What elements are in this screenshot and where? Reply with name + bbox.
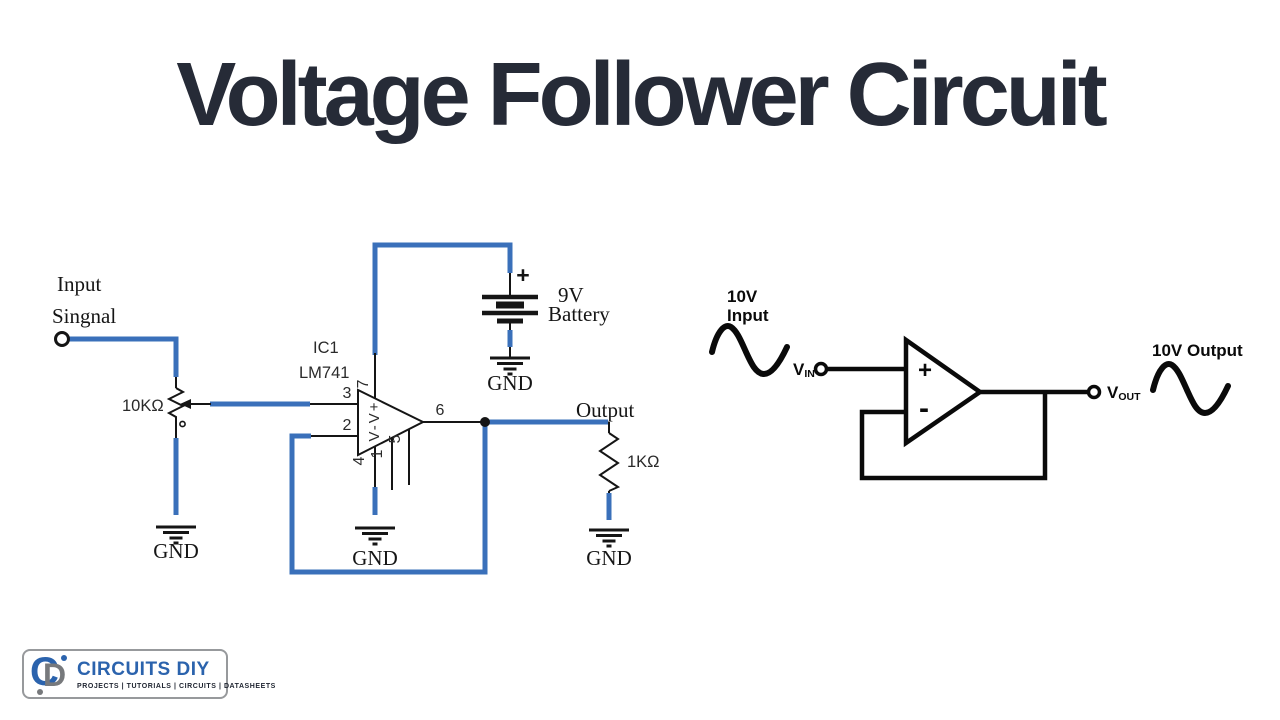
pot-value-label: 10KΩ <box>122 397 164 415</box>
ground-symbol-opamp <box>355 526 395 546</box>
logo-monogram: C D <box>30 650 70 696</box>
input-signal-label-line2: Singnal <box>52 304 116 328</box>
vout-terminal-node <box>1086 384 1102 400</box>
inverting-minus-sign: - <box>919 392 929 425</box>
battery-plus-label: + <box>516 262 529 288</box>
output-label: Output <box>576 398 635 422</box>
output-sine-wave <box>1150 361 1231 417</box>
logo-text: CIRCUITS DIY PROJECTS | TUTORIALS | CIRC… <box>77 659 276 690</box>
pin1-label: 1 <box>369 449 386 458</box>
wire-input <box>69 336 179 377</box>
output-junction-dot <box>480 417 490 427</box>
battery-value-label: 9V <box>558 283 584 307</box>
pin4-label: 4 <box>351 456 368 465</box>
gnd-label-load: GND <box>586 546 632 570</box>
block-output-label: 10V Output <box>1152 341 1243 360</box>
opamp-internal-label: V-V+ <box>366 401 383 442</box>
opamp-triangle <box>357 388 426 457</box>
vout-label: VOUT <box>1107 383 1141 403</box>
page-title: Voltage Follower Circuit <box>176 45 1107 145</box>
circuits-diy-logo: C D CIRCUITS DIY PROJECTS | TUTORIALS | … <box>22 649 275 699</box>
ic-part-label: LM741 <box>299 364 349 382</box>
input-terminal-node <box>54 331 70 347</box>
potentiometer-zigzag <box>166 387 186 420</box>
logo-circuit-dot <box>61 655 67 661</box>
logo-brand: CIRCUITS DIY <box>77 658 210 680</box>
ground-symbol-battery <box>490 356 530 376</box>
logo-monogram-c: C <box>30 650 59 694</box>
load-resistor-zigzag <box>598 432 621 492</box>
potentiometer <box>166 377 211 438</box>
block-input-word-label: Input <box>727 306 769 325</box>
gnd-label-pot: GND <box>153 539 199 563</box>
input-signal-label-line1: Input <box>57 272 101 296</box>
wires-blue <box>69 242 612 575</box>
input-sine-wave <box>709 323 790 378</box>
vin-terminal-node <box>813 361 829 377</box>
pin3-label: 3 <box>343 385 352 402</box>
ic-ref-label: IC1 <box>313 339 339 357</box>
gnd-label-battery: GND <box>487 371 533 395</box>
pin6-label: 6 <box>436 402 445 419</box>
noninverting-plus-sign: + <box>918 357 932 384</box>
ground-symbol-pot <box>156 525 196 545</box>
voltage-follower-block-diagram: 10V Input VIN + - VOUT 10V Output <box>709 287 1243 481</box>
feedback-loop-wire <box>859 393 1048 481</box>
wire-supply <box>372 242 513 355</box>
vin-label: VIN <box>793 360 815 380</box>
block-opamp-triangle <box>903 335 984 448</box>
logo-circuit-dot <box>37 689 43 695</box>
ground-symbol-load <box>589 528 629 548</box>
wiper-arrowhead <box>180 399 191 409</box>
load-value-label: 1KΩ <box>627 453 660 471</box>
detailed-schematic: Input Singnal 10KΩ IC1 LM741 3 2 6 7 4 1… <box>52 242 660 575</box>
logo-tagline: PROJECTS | TUTORIALS | CIRCUITS | DATASH… <box>77 682 276 690</box>
battery-name-label: Battery <box>548 302 610 326</box>
battery-symbol <box>482 273 538 358</box>
pin7-label: 7 <box>355 379 372 388</box>
logo-monogram-d: D <box>43 657 67 693</box>
load-resistor <box>598 422 621 493</box>
opamp-symbol <box>310 353 485 490</box>
potentiometer-terminal-dot <box>179 420 186 428</box>
gnd-label-opamp: GND <box>352 546 398 570</box>
wire-feedback <box>289 422 488 575</box>
pin2-label: 2 <box>343 417 352 434</box>
pin5-label: 5 <box>387 434 404 443</box>
block-input-value-label: 10V <box>727 287 758 306</box>
